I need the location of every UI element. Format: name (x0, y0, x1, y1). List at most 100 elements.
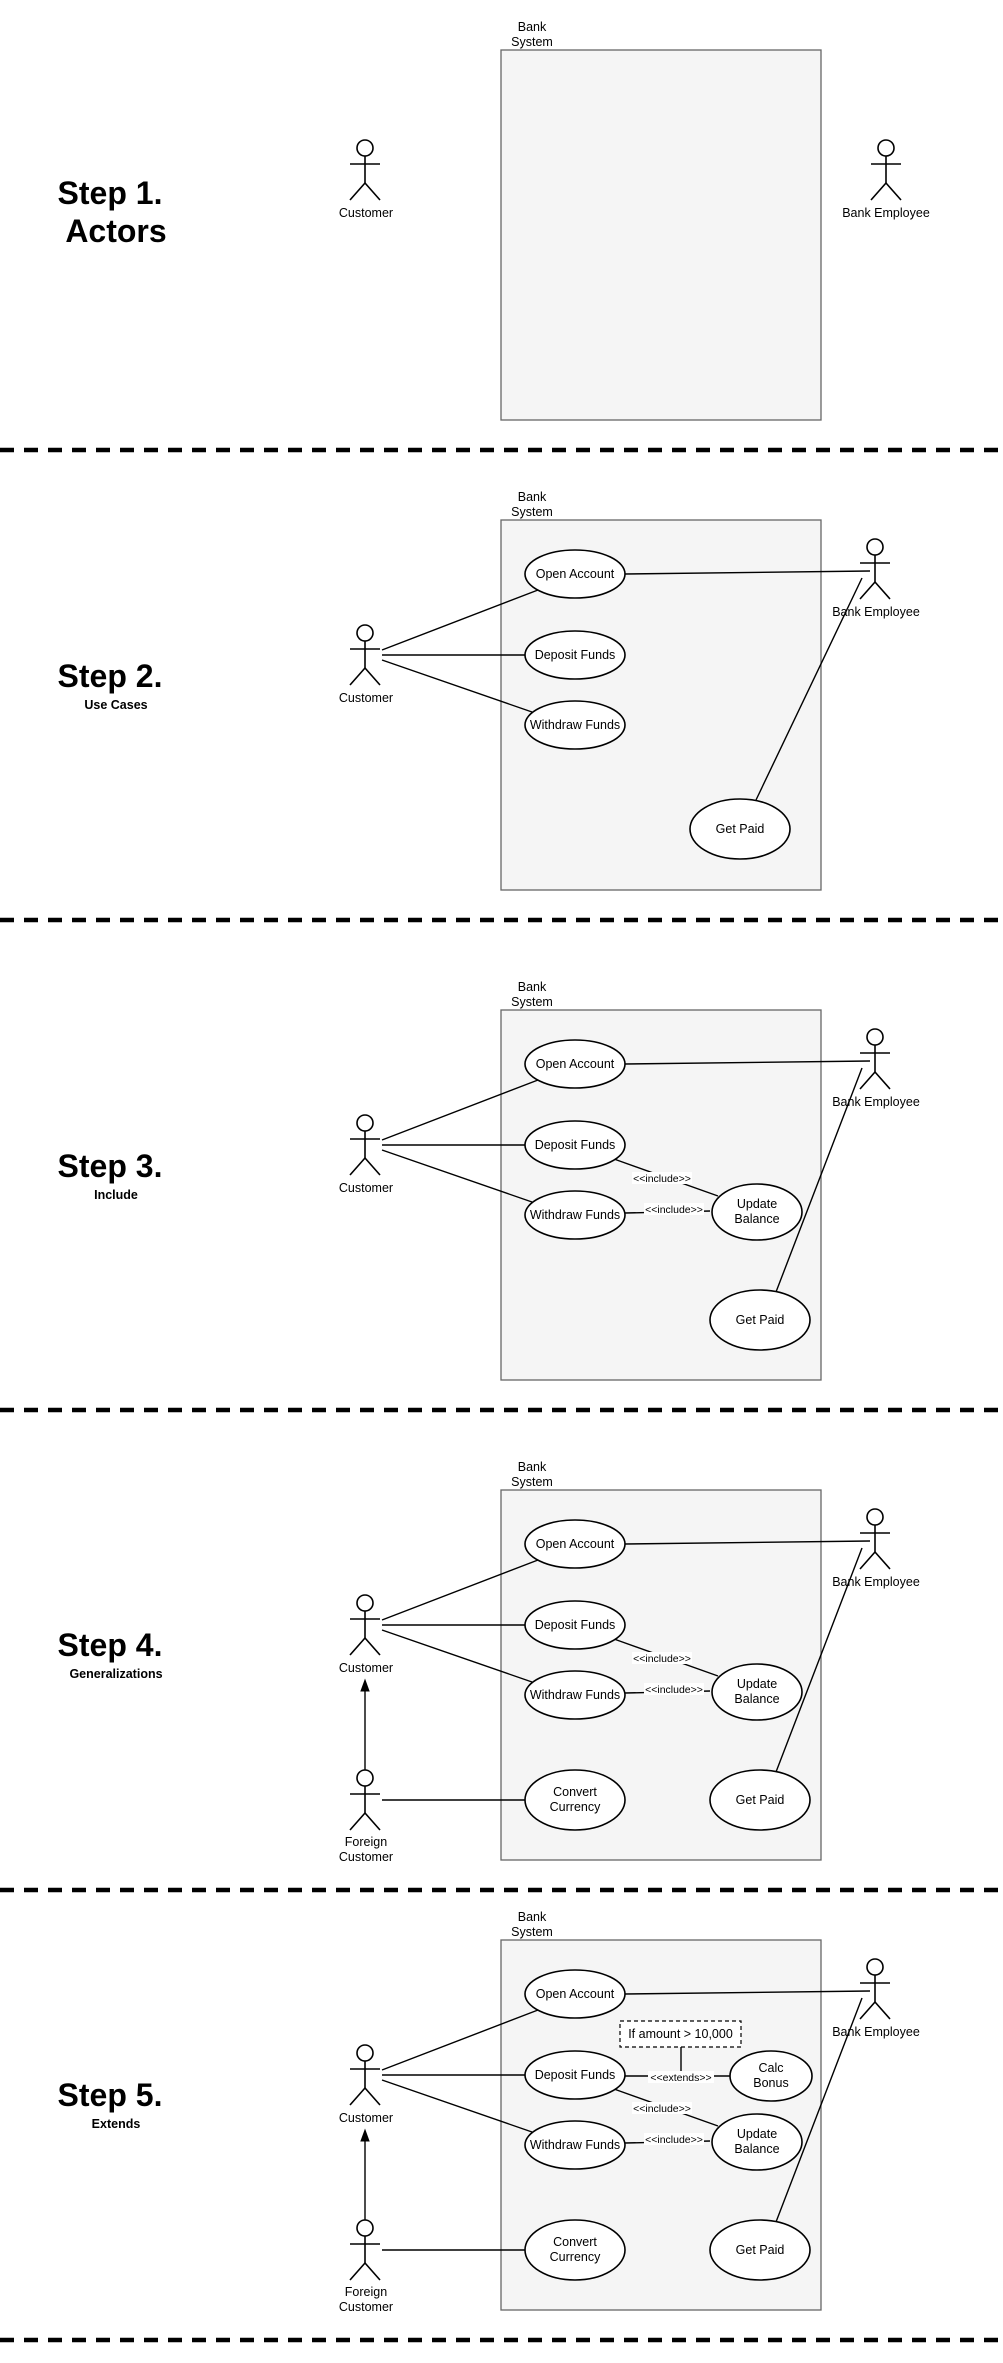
include-label-bg (632, 2102, 692, 2114)
step-2-panel: Step 2. Use Cases Bank System Open Accou… (58, 490, 920, 891)
association-line (381, 659, 533, 713)
system-label-line-2: System (511, 995, 553, 1009)
include-label: <<include>> (645, 1204, 703, 1216)
bank-employee-label: Bank Employee (842, 206, 930, 220)
association-line (775, 1547, 863, 1773)
association-line (624, 1540, 871, 1545)
extends-label-bg (648, 2071, 714, 2083)
association-line (624, 570, 871, 575)
use-case-get-paid (709, 1289, 811, 1351)
association-line (381, 1559, 539, 1621)
include-label: <<include>> (633, 1653, 691, 1665)
use-case-label: Balance (734, 1692, 779, 1706)
use-case-calc-bonus (729, 2050, 813, 2102)
bank-employee-label: Bank Employee (832, 605, 920, 619)
use-case-withdraw-funds (524, 700, 626, 750)
use-case-label: Withdraw Funds (530, 2138, 620, 2152)
extension-condition-note (619, 2020, 742, 2048)
use-case-label: Balance (734, 1212, 779, 1226)
system-label-line-1: Bank (518, 490, 547, 504)
include-label: <<include>> (633, 1173, 691, 1185)
step-1-title-line-2: Actors (65, 213, 166, 249)
association-line (755, 577, 863, 801)
step-1-panel: Step 1. Actors Bank System Customer Bank… (58, 20, 930, 421)
use-case-label: Open Account (536, 1987, 615, 2001)
foreign-customer-label: Customer (339, 1850, 393, 1864)
customer-label: Customer (339, 1181, 393, 1195)
customer-actor (349, 139, 381, 201)
step-2-subtitle: Use Cases (84, 698, 147, 712)
step-2-title: Step 2. (58, 658, 163, 694)
use-case-label: Open Account (536, 1537, 615, 1551)
system-label-line-2: System (511, 505, 553, 519)
customer-actor (349, 624, 381, 686)
foreign-customer-label: Foreign (345, 1835, 387, 1849)
use-case-label: Balance (734, 2142, 779, 2156)
use-case-label: Deposit Funds (535, 2068, 616, 2082)
use-case-label: Deposit Funds (535, 1138, 616, 1152)
use-case-label: Withdraw Funds (530, 718, 620, 732)
foreign-customer-label: Customer (339, 2300, 393, 2314)
use-case-label: Bonus (753, 2076, 788, 2090)
use-case-deposit-funds (524, 2050, 626, 2100)
use-case-get-paid (709, 1769, 811, 1831)
step-1-title-line-1: Step 1. (58, 175, 163, 211)
use-case-label: Get Paid (736, 1313, 785, 1327)
foreign-customer-actor (349, 2219, 381, 2281)
bank-employee-label: Bank Employee (832, 2025, 920, 2039)
step-3-subtitle: Include (94, 1188, 138, 1202)
use-case-get-paid (689, 798, 791, 860)
customer-label: Customer (339, 1661, 393, 1675)
system-label-line-1: Bank (518, 980, 547, 994)
use-case-label: Get Paid (716, 822, 765, 836)
use-case-convert-currency (524, 1769, 626, 1831)
use-case-label: Open Account (536, 567, 615, 581)
customer-actor (349, 1114, 381, 1176)
include-label-bg (644, 2133, 704, 2145)
use-case-update-balance (711, 1663, 803, 1721)
use-case-convert-currency (524, 2219, 626, 2281)
system-label-line-2: System (511, 35, 553, 49)
association-line (775, 1067, 863, 1293)
system-label-line-2: System (511, 1925, 553, 1939)
use-case-withdraw-funds (524, 2120, 626, 2170)
extends-label: <<extends>> (650, 2072, 711, 2084)
extension-condition-text: If amount > 10,000 (628, 2027, 733, 2041)
bank-employee-actor (859, 538, 891, 600)
use-case-label: Currency (550, 2250, 601, 2264)
step-5-panel: Step 5. Extends Bank System <<include>> … (58, 1910, 920, 2314)
use-case-open-account (524, 1039, 626, 1089)
use-case-update-balance (711, 1183, 803, 1241)
use-case-withdraw-funds (524, 1190, 626, 1240)
generalization-arrowhead (360, 2128, 370, 2142)
use-case-deposit-funds (524, 630, 626, 680)
system-label-line-1: Bank (518, 1460, 547, 1474)
use-case-open-account (524, 1519, 626, 1569)
customer-label: Customer (339, 2111, 393, 2125)
association-line (624, 1990, 871, 1995)
use-case-update-balance (711, 2113, 803, 2171)
step-3-panel: Step 3. Include Bank System <<include>> … (58, 980, 920, 1381)
use-case-open-account (524, 549, 626, 599)
include-label: <<include>> (633, 2103, 691, 2115)
use-case-deposit-funds (524, 1600, 626, 1650)
step-3-title: Step 3. (58, 1148, 163, 1184)
customer-label: Customer (339, 691, 393, 705)
use-case-label: Withdraw Funds (530, 1208, 620, 1222)
use-case-label: Withdraw Funds (530, 1688, 620, 1702)
use-case-deposit-funds (524, 1120, 626, 1170)
step-5-title: Step 5. (58, 2077, 163, 2113)
include-label-bg (644, 1203, 704, 1215)
association-line (381, 1149, 533, 1203)
use-case-label: Deposit Funds (535, 648, 616, 662)
system-label-line-1: Bank (518, 20, 547, 34)
use-case-label: Get Paid (736, 1793, 785, 1807)
use-case-label: Update (737, 1677, 777, 1691)
use-case-label: Convert (553, 1785, 597, 1799)
association-line (381, 2009, 539, 2071)
step-4-panel: Step 4. Generalizations Bank System <<in… (58, 1460, 920, 1864)
system-label-line-1: Bank (518, 1910, 547, 1924)
use-case-label: Calc (758, 2061, 783, 2075)
association-line (775, 1997, 863, 2223)
